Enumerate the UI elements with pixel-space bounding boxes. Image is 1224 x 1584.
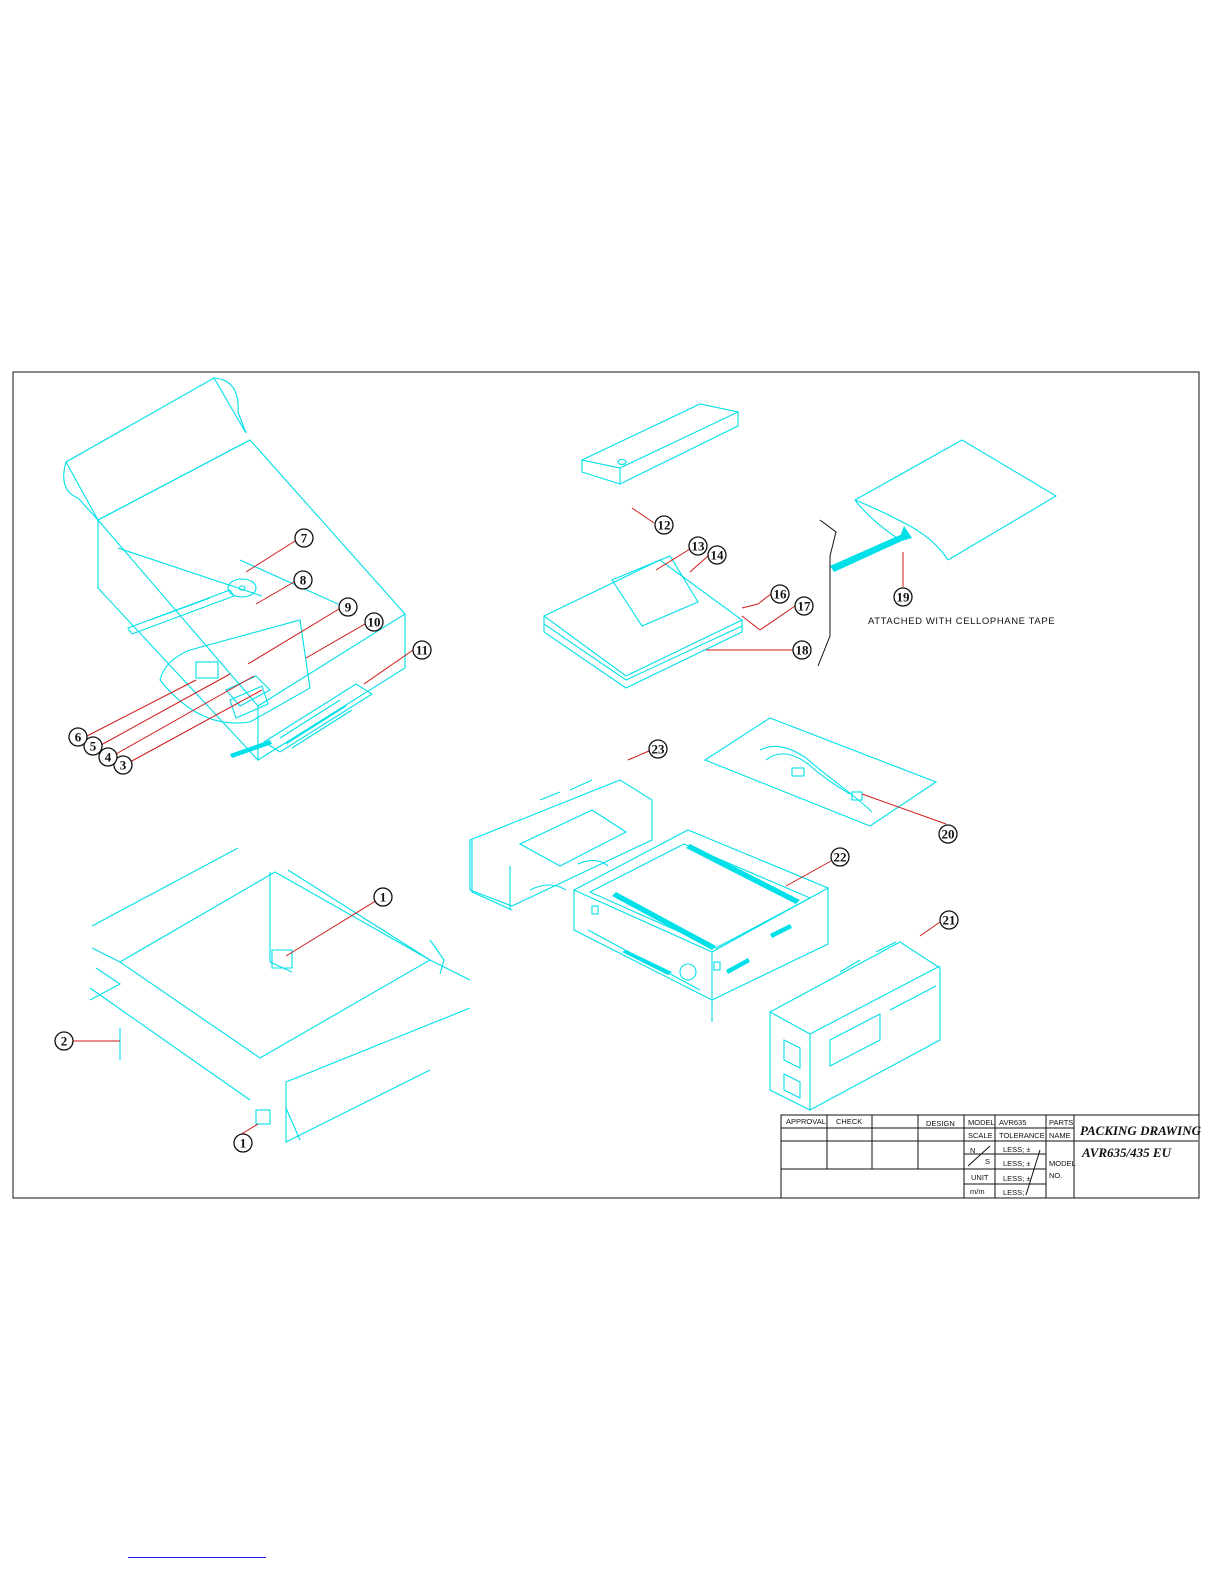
power-cord-bag (705, 718, 936, 826)
svg-text:2: 2 (61, 1034, 68, 1049)
name-label: NAME (1049, 1131, 1071, 1140)
foam-left (470, 780, 652, 910)
accessory-box (64, 378, 405, 760)
svg-text:19: 19 (897, 590, 911, 605)
svg-text:21: 21 (943, 913, 956, 928)
svg-text:22: 22 (834, 850, 847, 865)
scale-label: SCALE (968, 1131, 993, 1140)
svg-text:9: 9 (345, 600, 352, 615)
callout-18: 18 (793, 641, 811, 659)
callout-7: 7 (295, 529, 313, 547)
leader-lines (73, 508, 946, 1138)
callout-14: 14 (708, 546, 726, 564)
drawing-model: AVR635/435 EU (1081, 1145, 1172, 1160)
callout-12: 12 (655, 516, 673, 534)
check-label: CHECK (836, 1117, 862, 1126)
svg-text:7: 7 (301, 531, 308, 546)
cellophane-bag (818, 440, 1056, 666)
callout-22: 22 (831, 848, 849, 866)
unit-value: m/m (970, 1187, 985, 1196)
svg-text:14: 14 (711, 548, 725, 563)
callout-16: 16 (771, 585, 789, 603)
model-no-label-2: NO. (1049, 1171, 1062, 1180)
tolerance-label: TOLERANCE (999, 1131, 1045, 1140)
model-value: AVR635 (999, 1118, 1026, 1127)
footer-link-underline[interactable] (128, 1557, 266, 1558)
callout-17: 17 (795, 597, 813, 615)
model-label: MODEL (968, 1118, 995, 1127)
svg-text:17: 17 (798, 599, 812, 614)
manuals-stack (544, 404, 742, 688)
callout-21: 21 (940, 911, 958, 929)
svg-text:4: 4 (105, 750, 112, 765)
callout-4: 4 (99, 748, 117, 766)
callout-9: 9 (339, 598, 357, 616)
callout-13: 13 (689, 537, 707, 555)
drawing-frame (13, 372, 1199, 1198)
ns-s: S (985, 1157, 990, 1166)
svg-text:12: 12 (658, 518, 671, 533)
svg-text:3: 3 (120, 758, 127, 773)
design-label: DESIGN (926, 1119, 955, 1128)
less-row-4: LESS; (1003, 1188, 1024, 1197)
outer-carton (90, 848, 470, 1142)
svg-text:13: 13 (692, 539, 706, 554)
less-row-3: LESS; ± (1003, 1174, 1030, 1183)
callout-1b: 1 (234, 1134, 252, 1152)
callout-1a: 1 (374, 888, 392, 906)
ns-n: N (970, 1146, 975, 1155)
svg-text:1: 1 (380, 890, 387, 905)
callout-10: 10 (365, 613, 383, 631)
svg-text:8: 8 (300, 573, 307, 588)
cellophane-note: ATTACHED WITH CELLOPHANE TAPE (868, 616, 1055, 627)
svg-text:10: 10 (368, 615, 381, 630)
model-no-label-1: MODEL (1049, 1159, 1076, 1168)
less-row-1: LESS; ± (1003, 1145, 1030, 1154)
svg-text:11: 11 (416, 643, 428, 658)
approval-label: APPROVAL (786, 1117, 826, 1126)
callout-23: 23 (649, 740, 667, 758)
callout-8: 8 (294, 571, 312, 589)
unit-label: UNIT (971, 1173, 989, 1182)
svg-text:16: 16 (774, 587, 788, 602)
less-row-2: LESS; ± (1003, 1159, 1030, 1168)
title-block: APPROVAL CHECK DESIGN MODEL AVR635 PARTS… (781, 1115, 1202, 1198)
foam-right (770, 942, 940, 1110)
callout-6: 6 (69, 728, 87, 746)
svg-text:18: 18 (796, 643, 810, 658)
drawing-title: PACKING DRAWING (1080, 1123, 1202, 1138)
callout-19: 19 (894, 588, 912, 606)
callout-11: 11 (413, 641, 431, 659)
parts-label: PARTS (1049, 1118, 1073, 1127)
svg-text:1: 1 (240, 1136, 247, 1151)
callout-2: 2 (55, 1032, 73, 1050)
svg-text:5: 5 (90, 739, 97, 754)
svg-text:20: 20 (942, 827, 955, 842)
svg-text:6: 6 (75, 730, 82, 745)
callout-20: 20 (939, 825, 957, 843)
svg-text:23: 23 (652, 742, 666, 757)
